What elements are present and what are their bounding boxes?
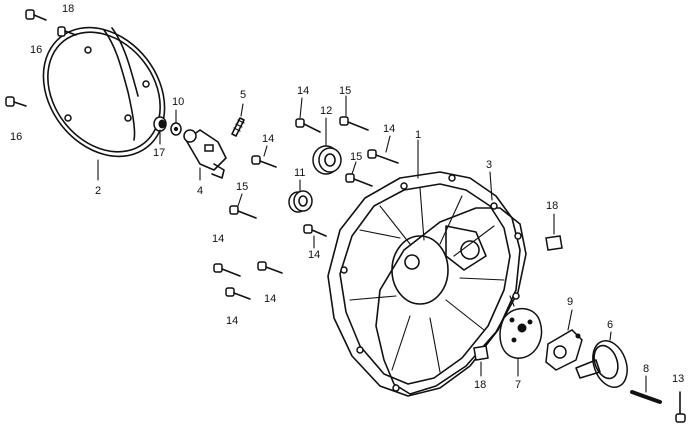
part-17-nut xyxy=(153,116,167,132)
part-18-dowel-right xyxy=(545,213,563,251)
callout-1: 1 xyxy=(415,129,422,141)
bolt-14-g xyxy=(303,224,327,237)
bolt-15-c xyxy=(345,173,373,187)
part-10-washer xyxy=(170,122,182,136)
part-13-bolt xyxy=(675,391,686,423)
bolt-14-b xyxy=(213,263,241,277)
part-5-spring xyxy=(231,103,245,137)
bolt-16-top xyxy=(25,9,47,21)
callout-11: 11 xyxy=(294,167,306,179)
callout-15: 15 xyxy=(350,151,363,163)
callout-18: 18 xyxy=(62,3,75,15)
callout-14: 14 xyxy=(226,315,239,327)
callout-18: 18 xyxy=(546,200,559,212)
callout-7: 7 xyxy=(515,379,522,391)
callout-14: 14 xyxy=(264,293,277,305)
part-18-dowel-bottom xyxy=(473,345,489,377)
callout-16: 16 xyxy=(30,44,43,56)
bolt-15-a xyxy=(229,205,257,219)
callout-13: 13 xyxy=(672,373,685,385)
part-7-plate xyxy=(499,295,543,377)
callout-8: 8 xyxy=(643,363,650,375)
bolt-18-top xyxy=(57,26,77,37)
part-8-pin xyxy=(630,375,662,404)
bolt-16-left xyxy=(5,96,27,107)
bolt-14-a xyxy=(251,155,277,168)
callout-14: 14 xyxy=(383,123,396,135)
part-4-arm xyxy=(183,129,227,181)
part-6-disc xyxy=(575,331,628,388)
callout-14: 14 xyxy=(297,85,310,97)
part-11-seal xyxy=(288,190,313,213)
callout-6: 6 xyxy=(607,319,614,331)
part-2-cover xyxy=(42,26,166,181)
bolt-14-c xyxy=(257,261,283,274)
callout-2: 2 xyxy=(95,185,102,197)
callout-4: 4 xyxy=(197,185,204,197)
callout-10: 10 xyxy=(172,96,185,108)
callout-17: 17 xyxy=(153,147,166,159)
callout-16: 16 xyxy=(10,131,23,143)
part-3-gasket xyxy=(375,171,527,395)
callout-5: 5 xyxy=(240,89,247,101)
callout-15: 15 xyxy=(236,181,249,193)
part-12-bearing xyxy=(312,117,342,175)
part-1-case xyxy=(327,139,521,397)
callout-12: 12 xyxy=(320,105,333,117)
bolt-14-d xyxy=(225,287,251,300)
callout-14: 14 xyxy=(262,133,275,145)
bolt-14-f xyxy=(367,149,399,164)
leader-lines xyxy=(159,95,391,249)
callout-3: 3 xyxy=(486,159,493,171)
callout-15: 15 xyxy=(339,85,352,97)
callout-9: 9 xyxy=(567,296,574,308)
bolt-14-e xyxy=(295,118,321,133)
part-9-bracket xyxy=(545,309,583,371)
callout-14: 14 xyxy=(308,249,321,261)
callout-18: 18 xyxy=(474,379,487,391)
bolt-15-b xyxy=(339,116,369,131)
callout-14: 14 xyxy=(212,233,225,245)
